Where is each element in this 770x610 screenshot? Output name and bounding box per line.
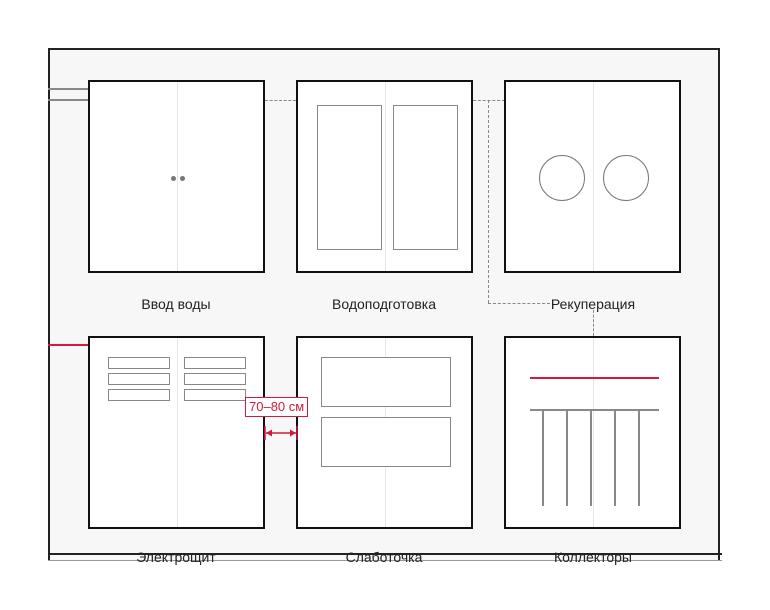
label-electrical-panel: Электрощит: [136, 549, 216, 565]
vent-duct-left: [539, 155, 585, 201]
label-collectors: Коллекторы: [554, 549, 632, 565]
power-cable: [48, 344, 88, 346]
cold-manifold: [530, 409, 659, 411]
dashed-drop: [488, 100, 489, 303]
cabinet-recuperation[interactable]: [504, 80, 681, 273]
water-inlet-pipe-bottom: [48, 99, 88, 101]
floor-line: [48, 553, 722, 555]
filter-tank-right: [393, 105, 458, 250]
cabinet-low-current[interactable]: [296, 336, 473, 529]
filter-tank-left: [317, 105, 382, 250]
vent-duct-right: [603, 155, 649, 201]
dimension-arrow: [264, 426, 298, 440]
manifold-outlet: [542, 410, 544, 506]
door-split: [592, 338, 594, 527]
network-equipment-top: [321, 357, 451, 407]
breaker-row-2-right: [184, 373, 246, 385]
breaker-row-1-left: [108, 357, 170, 369]
door-split: [176, 338, 178, 527]
cabinet-water-inlet[interactable]: [88, 80, 265, 273]
door-split: [176, 82, 178, 271]
manifold-outlet: [590, 410, 592, 506]
label-recuperation: Рекуперация: [550, 296, 636, 312]
dashed-link-2-3: [473, 100, 505, 101]
hot-manifold: [530, 377, 659, 379]
breaker-row-3-left: [108, 389, 170, 401]
dashed-to-label: [488, 303, 550, 304]
cabinet-water-treatment[interactable]: [296, 80, 473, 273]
breaker-row-1-right: [184, 357, 246, 369]
cabinet-collectors[interactable]: [504, 336, 681, 529]
dashed-link-1-2: [265, 100, 296, 101]
label-low-current: Слаботочка: [345, 549, 423, 565]
water-inlet-pipe-top: [48, 88, 88, 90]
network-equipment-bottom: [321, 417, 451, 467]
manifold-outlet: [566, 410, 568, 506]
breaker-row-2-left: [108, 373, 170, 385]
breaker-row-3-right: [184, 389, 246, 401]
door-handle-right: [180, 176, 185, 181]
floor-line-lower: [48, 560, 722, 561]
door-split: [592, 82, 594, 271]
dimension-label: 70–80 см: [245, 397, 309, 417]
dashed-recup-down: [593, 310, 594, 336]
label-water-treatment: Водоподготовка: [332, 296, 436, 312]
manifold-outlet: [614, 410, 616, 506]
manifold-outlet: [638, 410, 640, 506]
door-split: [384, 82, 386, 271]
door-handle-left: [171, 176, 176, 181]
cabinet-electrical-panel[interactable]: [88, 336, 265, 529]
label-water-inlet: Ввод воды: [141, 296, 211, 312]
